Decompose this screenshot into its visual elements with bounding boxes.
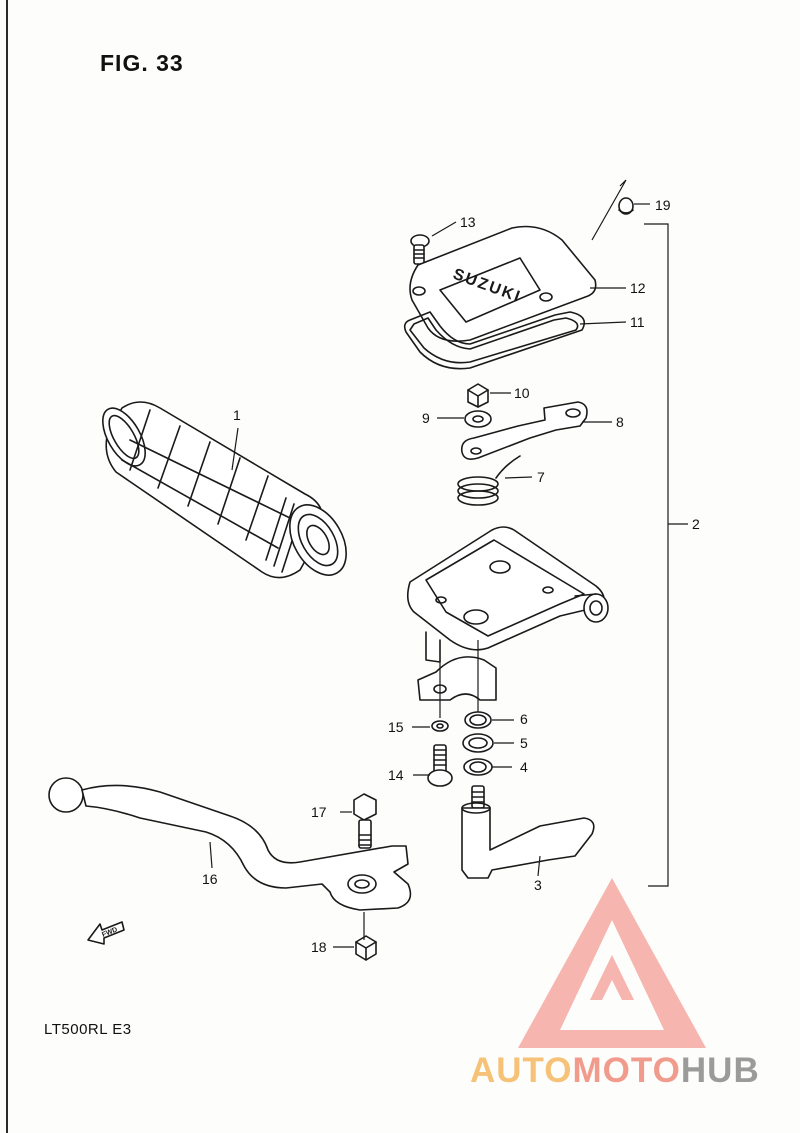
callout-12: 12 <box>630 280 646 296</box>
part-nut-18 <box>355 935 377 961</box>
callout-6: 6 <box>520 711 528 727</box>
part-nut-10 <box>467 383 489 408</box>
part-clamp <box>417 656 497 701</box>
fwd-direction-arrow: FWD <box>87 921 125 945</box>
part-arm-8 <box>460 401 588 460</box>
callout-8: 8 <box>616 414 624 430</box>
callout-1: 1 <box>233 407 241 423</box>
part-cap-19 <box>618 197 634 215</box>
part-housing-2 <box>406 526 609 663</box>
part-bolt-17 <box>353 793 377 849</box>
callout-5: 5 <box>520 735 528 751</box>
callout-labels: 13 19 12 11 10 9 8 1 7 2 6 15 5 4 14 17 … <box>202 197 700 955</box>
page-border <box>6 0 8 1133</box>
part-screw-13 <box>410 234 430 265</box>
part-washer-15 <box>431 720 449 732</box>
part-gasket-11 <box>403 311 586 370</box>
callout-14: 14 <box>388 767 404 783</box>
callout-15: 15 <box>388 719 404 735</box>
part-oring-6 <box>464 711 492 729</box>
part-spring-7 <box>457 455 521 506</box>
callout-11: 11 <box>630 314 645 330</box>
callout-13: 13 <box>460 214 476 230</box>
callout-10: 10 <box>514 385 530 401</box>
callout-7: 7 <box>537 469 545 485</box>
callout-2: 2 <box>692 516 700 532</box>
callout-16: 16 <box>202 871 218 887</box>
callout-18: 18 <box>311 939 327 955</box>
callout-4: 4 <box>520 759 528 775</box>
part-cam-3 <box>461 785 595 879</box>
callout-17: 17 <box>311 804 327 820</box>
watermark-logo: AUTOMOTOHUB <box>470 878 760 1090</box>
part-seal-5 <box>462 733 494 753</box>
figure-title: FIG. 33 <box>100 50 184 76</box>
fwd-label: FWD <box>101 926 118 938</box>
callout-3: 3 <box>534 877 542 893</box>
callout-19: 19 <box>655 197 671 213</box>
callout-9: 9 <box>422 410 430 426</box>
part-washer-4 <box>463 758 493 776</box>
watermark-text: AUTOMOTOHUB <box>470 1051 760 1090</box>
model-code: LT500RL E3 <box>44 1021 132 1038</box>
part-washer-9 <box>464 410 492 428</box>
part-grip-1 <box>102 401 347 579</box>
part-cover-12: SUZUKI <box>409 225 597 342</box>
leader-lines <box>209 179 688 948</box>
part-bolt-14 <box>427 744 453 787</box>
part-lever-16 <box>48 777 412 911</box>
